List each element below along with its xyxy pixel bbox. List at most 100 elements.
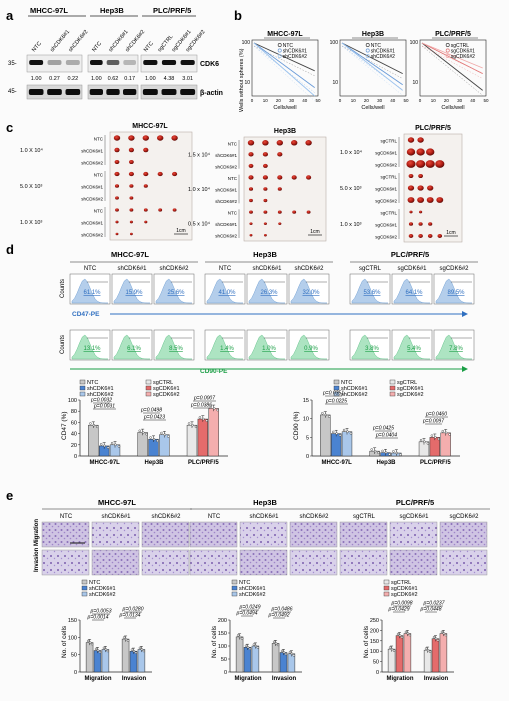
migration-image [239,521,288,548]
histogram-peak [248,278,285,304]
data-point [89,422,92,425]
data-point [141,431,145,434]
legend-swatch [389,391,396,397]
data-point [428,650,432,653]
histogram-peak [71,278,108,304]
legend-swatch [231,585,238,591]
b-xtick: 40 [470,98,476,103]
legend-swatch [145,391,152,397]
sphere [416,148,425,156]
histogram-peak [113,278,150,304]
data-point [202,417,205,421]
data-point [321,412,324,415]
panel-b: b Wells without spheres (%) MHCC-97L1001… [234,8,489,112]
y-tick-label: 60 [71,420,77,426]
legend-swatch [79,391,86,397]
p-value: p=0.0498 [140,408,162,414]
data-point [399,453,402,456]
p-value: p=0.0386 [190,403,212,409]
panel-letter-e: e [6,488,13,503]
data-point [335,432,338,435]
data-point [124,637,128,641]
c-group-label: NTC [94,173,104,178]
panel-letter-a: a [6,8,14,23]
b-title: MHCC-97L [267,31,303,38]
data-point [406,632,410,635]
b-ytick: 10 [332,80,338,86]
flow-percent: 6.1% [127,346,141,352]
sphere [408,173,414,179]
lane-label: NTC [31,41,43,54]
sphere [115,232,119,236]
legend-label: shCDK6#1 [239,586,266,592]
c-group-label: shCDK6#2 [81,197,103,202]
data-point [284,652,288,656]
b-ytick: 100 [330,40,339,46]
b-legend-label: shCDK6#1 [371,49,395,55]
e-group-label: NTC [60,514,73,520]
cdk6-band [106,60,120,65]
d-title: Hep3B [253,250,277,259]
y-tick-label: 15 [303,398,309,404]
cdk6-band [143,60,158,65]
y-tick-label: 200 [218,618,227,624]
data-point [430,434,434,437]
sphere [262,152,268,157]
lane-label: shCDK6#2 [68,29,90,53]
data-point [104,648,108,651]
d-group-label: shCDK6#1 [117,266,147,272]
flow-percent: 61.1% [83,290,101,296]
sphere [277,210,282,214]
bar [186,424,198,457]
b-legend-label: sgCTRL [451,43,470,49]
quant-value: 0.62 [108,76,119,82]
x-category-label: Hep3B [144,460,164,466]
data-point [444,431,448,435]
data-point [106,446,110,449]
c-dose-label: 1.5 x 10⁴ [188,151,211,158]
legend-label: shCDK6#1 [89,586,116,592]
data-point [244,644,248,647]
actin-band [106,89,120,95]
y-tick-label: 150 [218,631,227,637]
y-axis-label: No. of cells [211,625,218,658]
b-legend-marker [277,43,282,47]
e-title: PLC/PRF/5 [396,498,434,507]
bar [395,635,404,673]
data-point [149,436,152,439]
row-label-invasion: Invasion [34,547,40,572]
data-point [440,630,444,634]
cellline-title-a-1: MHCC-97L [30,6,68,15]
data-point [240,637,244,640]
data-point [198,416,202,419]
cdk6-band [47,60,62,65]
data-point [398,634,402,637]
data-point [448,433,451,436]
panel-letter-c: c [6,120,13,135]
flow-percent: 8.5% [169,346,183,352]
p-value: p=0.0249 [239,605,261,611]
histogram-peak [393,334,430,360]
sphere [172,208,177,212]
c-group-label: shCDK6#2 [81,233,103,238]
sphere [128,171,134,177]
x-category-label: Migration [387,676,414,682]
data-point [423,440,426,444]
bar [440,432,451,457]
b-xtick: 40 [390,98,396,103]
data-point [370,448,373,451]
y-tick-label: 20 [71,443,77,449]
data-point [388,646,392,649]
counts-label: Counts [60,335,66,354]
c-group-label: shCDK6#1 [215,188,237,193]
c-group-label: sgCTRL [380,211,397,216]
data-point [395,451,399,455]
legend-label: NTC [341,380,352,386]
sphere [249,233,253,237]
e-group-label: shCDK6#1 [101,514,131,520]
invasion-image [339,549,388,576]
sphere [418,234,423,238]
sphere [115,220,119,224]
data-point [216,408,219,412]
